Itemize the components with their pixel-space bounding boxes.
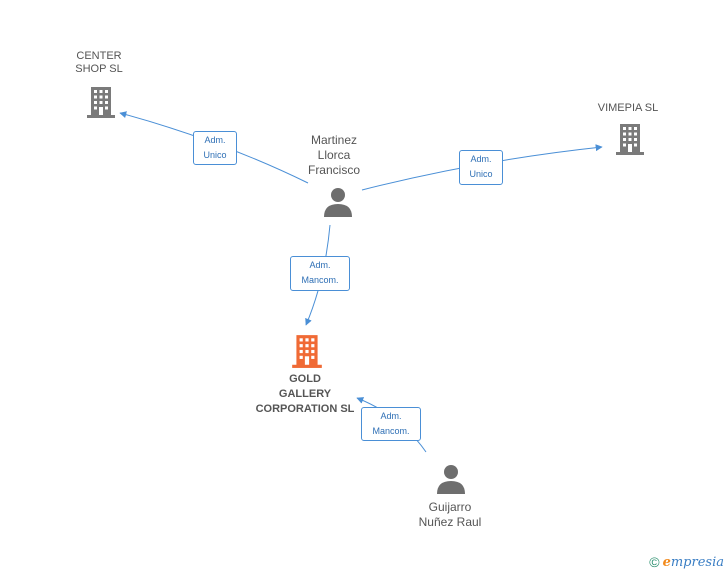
edge-label-to-vimepia[interactable]: Adm. Unico [459, 150, 503, 185]
person-icon[interactable] [435, 463, 467, 495]
node-label-martinez[interactable]: Martinez Llorca Francisco [294, 133, 374, 178]
node-label-line: CORPORATION SL [255, 403, 355, 415]
edge-label-line: Unico [203, 150, 227, 160]
brand-logo[interactable]: © empresia [649, 553, 724, 571]
node-label-line: GOLD [289, 373, 321, 385]
brand-initial: e [662, 554, 671, 570]
edge-label-line: Adm. [380, 411, 402, 421]
edge-label-line: Adm. [470, 154, 492, 164]
brand-name: empresia [663, 555, 724, 570]
node-label-guijarro[interactable]: Guijarro Nuñez Raul [407, 500, 493, 530]
building-icon[interactable] [613, 122, 647, 156]
node-label-line: CENTER [76, 50, 122, 62]
node-label-line: Llorca [317, 148, 351, 162]
copyright-symbol: © [649, 554, 660, 570]
edge-label-line: Unico [469, 169, 493, 179]
node-label-line: Martinez [310, 133, 357, 147]
node-label-gold-gallery[interactable]: GOLD GALLERY CORPORATION SL [244, 372, 366, 417]
edge-label-guijarro-to-gold[interactable]: Adm. Mancom. [361, 407, 421, 441]
node-label-line: Guijarro [428, 500, 472, 514]
node-label-line: Nuñez Raul [418, 515, 482, 529]
node-label-line: SHOP SL [75, 63, 123, 75]
person-icon[interactable] [322, 186, 354, 218]
edge-label-to-center-shop[interactable]: Adm. Unico [193, 131, 237, 165]
building-icon[interactable] [84, 85, 118, 119]
node-label-line: VIMEPIA SL [597, 102, 659, 114]
node-label-vimepia[interactable]: VIMEPIA SL [590, 102, 666, 115]
node-label-line: Francisco [307, 163, 360, 177]
edge-label-line: Mancom. [372, 426, 410, 436]
edge-label-line: Mancom. [301, 275, 339, 285]
edge-label-line: Adm. [204, 135, 226, 145]
edge-label-line: Adm. [309, 260, 331, 270]
edge-label-martinez-to-gold[interactable]: Adm. Mancom. [290, 256, 350, 291]
node-label-center-shop[interactable]: CENTER SHOP SL [60, 50, 138, 76]
node-label-line: GALLERY [278, 388, 332, 400]
building-icon[interactable] [289, 333, 325, 369]
brand-rest: mpresia [670, 554, 724, 570]
